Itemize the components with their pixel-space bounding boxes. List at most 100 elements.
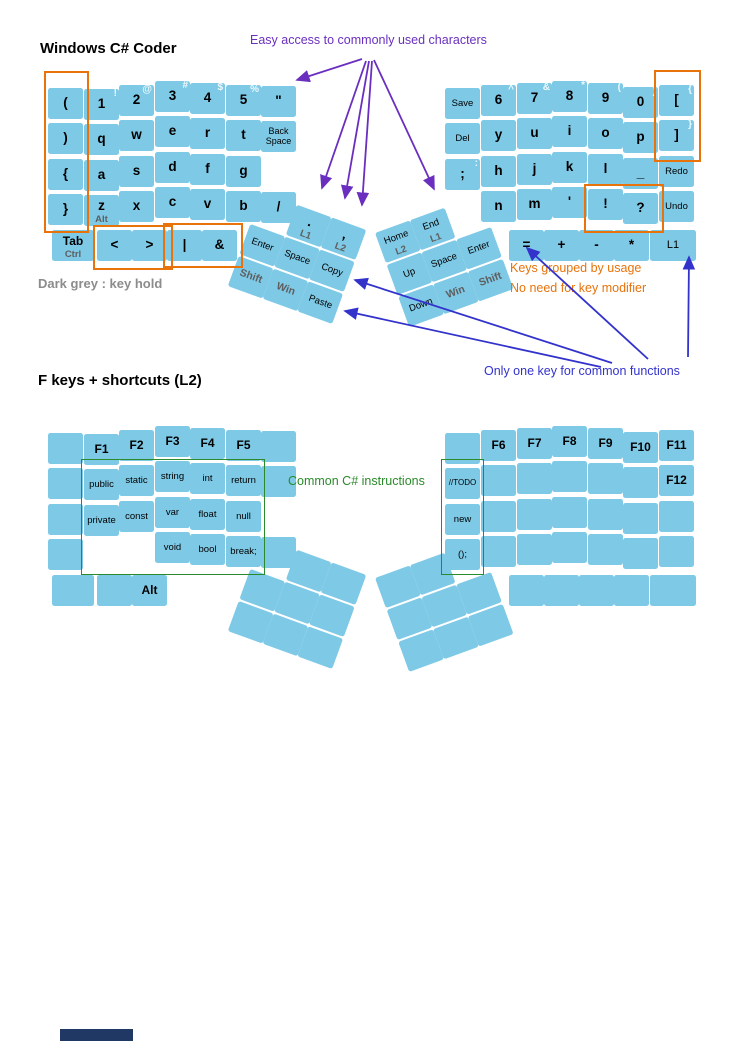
key-f5: F5 bbox=[226, 430, 261, 461]
key-bool: bool bbox=[190, 534, 225, 565]
key-hold-legend: Dark grey : key hold bbox=[38, 276, 163, 291]
key-c: c bbox=[155, 187, 190, 218]
key-blank bbox=[48, 433, 83, 464]
key-del: Del bbox=[445, 123, 480, 154]
key-return: return bbox=[226, 465, 261, 496]
key-static: static bbox=[119, 465, 154, 496]
key-blank bbox=[552, 532, 587, 563]
key-k: k bbox=[552, 152, 587, 183]
key-blank bbox=[544, 575, 579, 606]
key-blank bbox=[623, 503, 658, 534]
key-w: w bbox=[119, 120, 154, 151]
highlight-box-exclamation-question bbox=[584, 184, 664, 233]
key-save: Save bbox=[445, 88, 480, 119]
key-b: b bbox=[226, 191, 261, 222]
key-int: int bbox=[190, 463, 225, 494]
highlight-box-brackets-column bbox=[44, 71, 89, 233]
key-q: q bbox=[84, 124, 119, 155]
key-m: m bbox=[517, 189, 552, 220]
key-o: o bbox=[588, 118, 623, 149]
easy-access-annotation: Easy access to commonly used characters bbox=[250, 33, 487, 47]
key-f4: F4 bbox=[190, 428, 225, 459]
key-n: n bbox=[481, 191, 516, 222]
key-i: i bbox=[552, 116, 587, 147]
key-p: p bbox=[623, 122, 658, 153]
key-l1: L1 bbox=[650, 230, 696, 261]
key-undo: Undo bbox=[659, 191, 694, 222]
key-blank bbox=[650, 575, 696, 606]
key-a: a bbox=[84, 160, 119, 191]
key-open-brace: { bbox=[48, 159, 83, 190]
key-blank bbox=[517, 499, 552, 530]
key-todo: //TODO bbox=[445, 468, 480, 499]
key-9: 9( bbox=[588, 82, 623, 114]
key-close-paren: ) bbox=[48, 123, 83, 154]
l2-layer-title: F keys + shortcuts (L2) bbox=[38, 372, 202, 389]
key-float: float bbox=[190, 499, 225, 530]
key-null: null bbox=[226, 501, 261, 532]
key-slash: / bbox=[261, 192, 296, 223]
key-g: g bbox=[226, 156, 261, 187]
key-question: ? bbox=[623, 193, 658, 224]
key-y: y bbox=[481, 120, 516, 151]
highlight-box-csharp-left bbox=[81, 459, 265, 575]
key-blank bbox=[48, 504, 83, 535]
highlight-box-square-brackets bbox=[654, 70, 701, 162]
key-8: 8* bbox=[552, 80, 587, 112]
main-layer-title: Windows C# Coder bbox=[40, 40, 177, 57]
key-blank bbox=[579, 575, 614, 606]
key-break: break; bbox=[226, 536, 261, 567]
key-f9: F9 bbox=[588, 428, 623, 459]
key-private: private bbox=[84, 505, 119, 536]
key-f8: F8 bbox=[552, 426, 587, 457]
key-blank bbox=[481, 536, 516, 567]
key-asterisk: * bbox=[614, 230, 649, 261]
key-blank bbox=[97, 575, 132, 606]
key-h: h bbox=[481, 156, 516, 187]
key-blank bbox=[261, 431, 296, 462]
no-modifier-annotation: No need for key modifier bbox=[510, 281, 647, 295]
key-blank bbox=[48, 468, 83, 499]
key-f3: F3 bbox=[155, 426, 190, 457]
key-blank bbox=[509, 575, 544, 606]
key-0: 0) bbox=[623, 86, 658, 118]
key-v: v bbox=[190, 189, 225, 220]
key-blank bbox=[52, 575, 94, 606]
key-f2: F2 bbox=[119, 430, 154, 461]
key-blank bbox=[588, 463, 623, 494]
key-alt: Alt bbox=[132, 575, 167, 606]
key-ampersand: & bbox=[202, 230, 237, 261]
key-minus: - bbox=[579, 230, 614, 261]
key-d: d bbox=[155, 152, 190, 183]
key-blank bbox=[623, 538, 658, 569]
highlight-box-csharp-right bbox=[441, 459, 484, 575]
key-exclamation: ! bbox=[588, 189, 623, 220]
key-f12: F12 bbox=[659, 465, 694, 496]
key-blank bbox=[552, 497, 587, 528]
key-open-bracket: [{ bbox=[659, 84, 694, 116]
one-key-annotation: Only one key for common functions bbox=[484, 364, 680, 378]
key-close-brace: } bbox=[48, 194, 83, 225]
key-r: r bbox=[190, 118, 225, 149]
key-semicolon: ;: bbox=[445, 158, 480, 190]
key-plus: + bbox=[544, 230, 579, 261]
key-public: public bbox=[84, 469, 119, 500]
key-blank bbox=[588, 499, 623, 530]
key-less-than: < bbox=[97, 230, 132, 261]
key-6: 6^ bbox=[481, 84, 516, 116]
key-f10: F10 bbox=[623, 432, 658, 463]
key-call-parens: (); bbox=[445, 539, 480, 570]
key-blank bbox=[517, 534, 552, 565]
key-blank bbox=[445, 433, 480, 464]
key-blank bbox=[261, 466, 296, 497]
key-j: j bbox=[517, 154, 552, 185]
footer-bar bbox=[60, 1029, 133, 1041]
key-const: const bbox=[119, 501, 154, 532]
key-blank bbox=[517, 463, 552, 494]
key-string: string bbox=[155, 461, 190, 492]
key-void: void bbox=[155, 532, 190, 563]
key-f: f bbox=[190, 154, 225, 185]
key-e: e bbox=[155, 116, 190, 147]
